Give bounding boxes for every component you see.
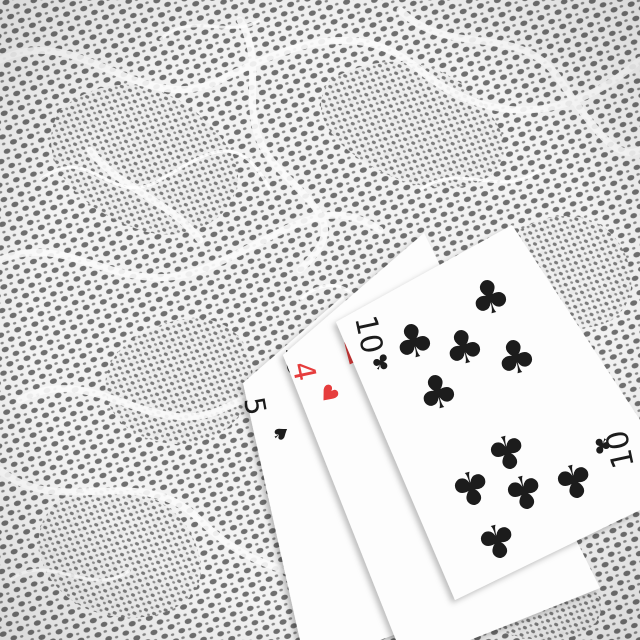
card-rank: 10 [347,312,389,357]
card-rank: 5 [237,394,273,417]
card-rank: 10 [600,427,640,472]
card-ten-of-clubs: 10 ♣ ♣ ♣ ♣ ♣ ♣ ♣ ♣ ♣ ♣ ♣ ♣ 10 [336,225,640,600]
